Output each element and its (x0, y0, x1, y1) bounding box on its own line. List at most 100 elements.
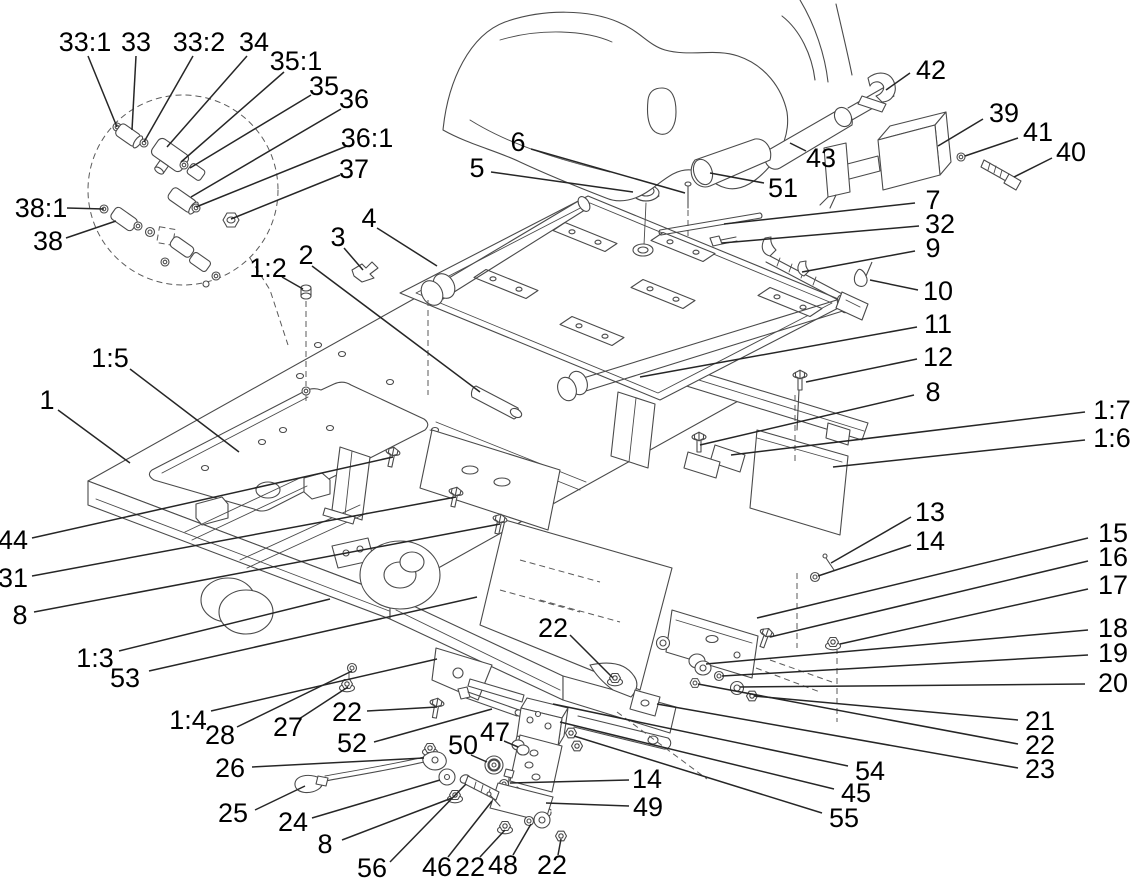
callout-label-31: 31 (0, 563, 28, 593)
callout-24: 24 (278, 779, 441, 837)
leader-line-43 (789, 142, 807, 152)
callout-10: 10 (869, 276, 953, 306)
callout-label-32: 32 (925, 209, 955, 239)
leader-line-15 (756, 537, 1089, 619)
leader-line-12 (805, 358, 918, 383)
callout-11: 11 (639, 309, 952, 378)
callout-52: 52 (337, 708, 493, 758)
callout-36-1: 36:1 (195, 123, 393, 208)
callout-51: 51 (709, 172, 798, 203)
callout-40: 40 (1013, 137, 1086, 178)
callout-label-44: 44 (0, 525, 28, 555)
leader-line-22-left (366, 706, 438, 712)
callout-label-22-left: 22 (332, 697, 362, 727)
floor-pan (148, 381, 429, 512)
leader-line-8-bottom (341, 797, 453, 841)
callout-8-left: 8 (12, 523, 501, 630)
seat-plate (399, 181, 850, 469)
leader-line-47 (503, 740, 519, 748)
callout-8-right: 8 (699, 377, 941, 446)
callout-label-48: 48 (488, 850, 518, 880)
leader-line-36-1 (195, 145, 348, 208)
ring-33-2 (139, 138, 149, 148)
leader-line-45 (559, 721, 835, 790)
callout-label-55: 55 (829, 803, 859, 833)
callout-56: 56 (357, 783, 467, 883)
callout-label-40: 40 (1056, 137, 1086, 167)
spacer-48 (533, 811, 551, 829)
bolt-12 (792, 369, 808, 431)
callout-label-22-right: 22 (1025, 730, 1055, 760)
callout-47: 47 (480, 717, 519, 748)
leader-line-33-2 (143, 55, 194, 143)
callout-label-9: 9 (925, 233, 940, 263)
callout-label-7: 7 (925, 185, 940, 215)
leader-line-33 (131, 55, 137, 131)
callout-1: 1 (39, 385, 131, 464)
leader-line-56 (389, 783, 467, 863)
leader-line-35 (189, 94, 312, 169)
callout-20: 20 (739, 668, 1128, 698)
callout-label-8-left: 8 (12, 600, 27, 630)
callout-label-43: 43 (806, 143, 836, 173)
leader-line-51 (709, 172, 765, 184)
leader-line-1-4 (210, 658, 438, 712)
leader-line-1-6 (832, 439, 1086, 468)
leader-line-14-bottom (509, 779, 630, 784)
bushing-1-2 (300, 284, 312, 401)
callout-label-14-right: 14 (915, 526, 945, 556)
callout-label-22-bottom2: 22 (537, 850, 567, 880)
callout-38-1: 38:1 (15, 193, 105, 223)
callout-label-24: 24 (278, 807, 308, 837)
leader-line-34 (166, 55, 248, 148)
bolt-40 (980, 159, 1022, 191)
callout-label-38: 38 (33, 226, 63, 256)
callout-label-17: 17 (1098, 570, 1128, 600)
callout-label-22-top: 22 (538, 613, 568, 643)
leader-line-25 (254, 785, 306, 811)
callout-label-51: 51 (768, 173, 798, 203)
callout-label-47: 47 (480, 717, 510, 747)
callout-label-21: 21 (1025, 706, 1055, 736)
leader-line-21 (753, 695, 1019, 721)
callout-label-16: 16 (1098, 542, 1128, 572)
callout-label-50: 50 (448, 730, 478, 760)
callout-label-1-3: 1:3 (76, 643, 114, 673)
callout-label-33-2: 33:2 (173, 27, 226, 57)
callout-18: 18 (705, 613, 1128, 665)
leader-line-48 (512, 823, 532, 856)
leader-line-38-1 (66, 207, 105, 210)
leader-line-37 (230, 174, 341, 220)
bushing-47 (511, 739, 530, 756)
washer-14 (809, 571, 821, 583)
leader-line-41 (964, 137, 1019, 157)
callout-label-35-1: 35:1 (270, 46, 323, 76)
callout-35-1: 35:1 (180, 46, 323, 163)
leader-line-1-7 (730, 411, 1086, 456)
nut-17 (824, 636, 842, 651)
callout-36: 36 (190, 84, 369, 198)
callout-27: 27 (273, 686, 349, 742)
callout-41: 41 (964, 117, 1053, 157)
washers-27-28 (338, 662, 358, 693)
callout-3: 3 (330, 222, 364, 271)
disc-24 (438, 768, 456, 786)
callout-label-8-right: 8 (925, 377, 940, 407)
callout-label-1-7: 1:7 (1093, 395, 1131, 425)
callout-label-1: 1 (39, 385, 54, 415)
callout-label-49: 49 (633, 792, 663, 822)
leader-line-24 (311, 779, 441, 819)
rollbar-module (690, 72, 1022, 209)
callout-label-45: 45 (841, 778, 871, 808)
leader-line-54 (552, 703, 849, 767)
callout-9: 9 (801, 233, 941, 273)
leader-line-27 (298, 686, 349, 720)
leader-line-38 (65, 220, 117, 239)
leader-line-17 (839, 588, 1089, 645)
callout-39: 39 (937, 98, 1019, 147)
hinge-bracket-15 (665, 609, 759, 679)
rod-assembly-9 (761, 236, 869, 321)
washer-48 (523, 815, 535, 827)
callout-label-27: 27 (273, 712, 303, 742)
